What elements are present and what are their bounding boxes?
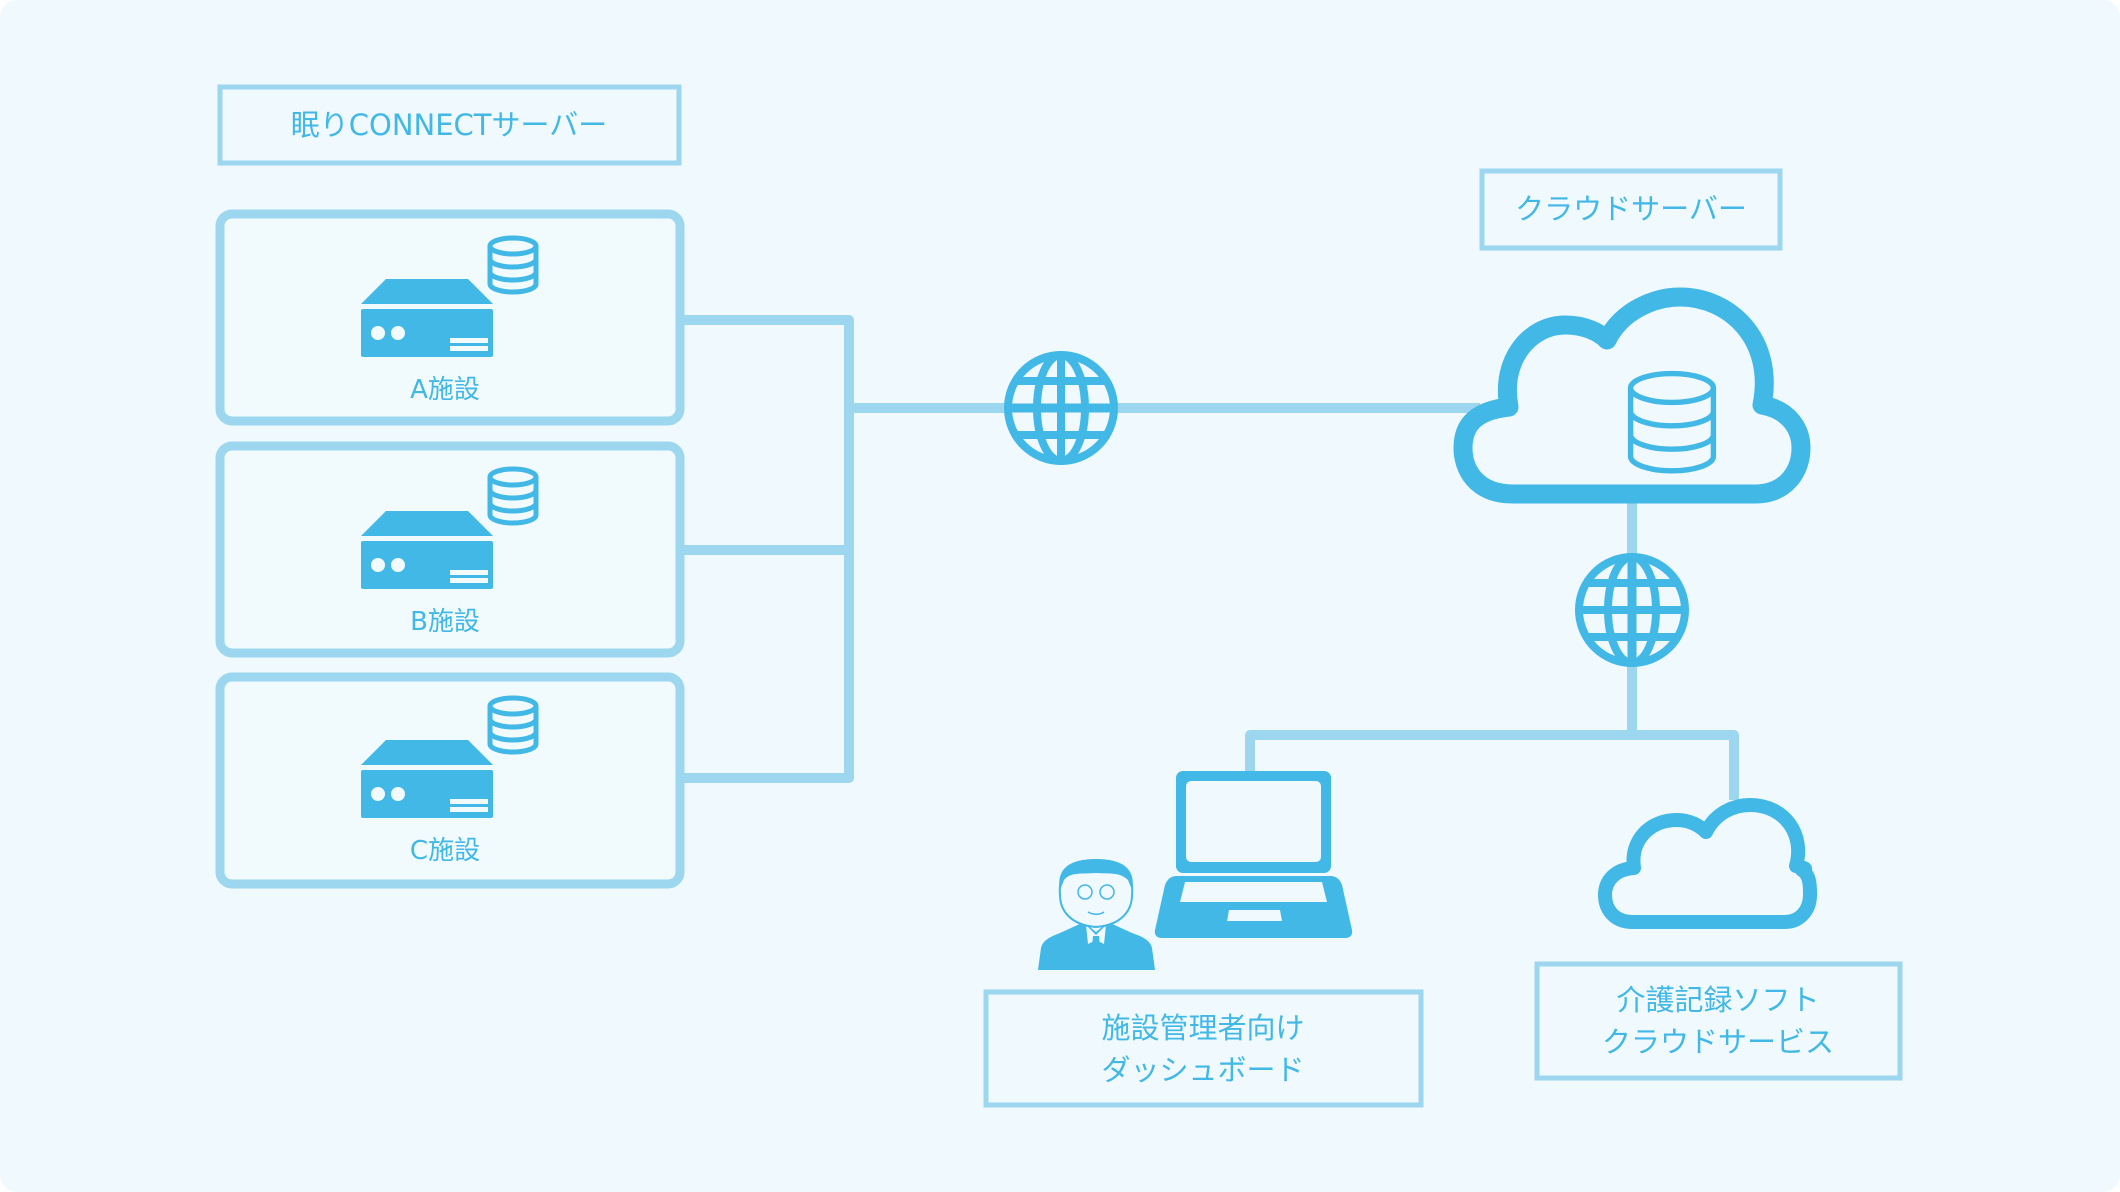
manager-avatar-icon [1038,859,1155,970]
facility-a-label: A施設 [410,375,480,405]
server-icon [361,279,493,357]
server-icon [361,511,493,589]
cloud-icon [1598,798,1817,929]
facility-c[interactable]: C施設 [215,672,685,889]
cloud-server[interactable] [1453,287,1811,504]
care-software-label: 介護記録ソフト クラウドサービス [1534,961,1903,1081]
facility-b-label: B施設 [410,607,480,637]
facility-b[interactable]: B施設 [215,441,685,658]
connector-to-care-software [1632,730,1739,800]
cloud-server-label: クラウドサーバー [1479,168,1783,251]
laptop-icon [1154,771,1353,938]
dashboard-label: 施設管理者向け ダッシュボード [983,989,1424,1108]
globe-icon [1008,355,1114,461]
care-software-label-line1: 介護記録ソフト [1616,983,1819,1017]
server-group-label-text: 眠りCONNECTサーバー [291,108,607,142]
dashboard-label-line2: ダッシュボード [1101,1053,1304,1087]
globe-icon [1579,557,1685,663]
server-icon [361,740,493,818]
dashboard-label-frame [983,989,1424,1108]
dashboard-label-line1: 施設管理者向け [1101,1011,1304,1045]
server-group-label: 眠りCONNECTサーバー [217,84,682,166]
care-software-label-frame [1534,961,1903,1081]
server-group-label-frame [217,84,682,166]
facility-c-label: C施設 [410,836,480,866]
care-software-label-line2: クラウドサービス [1602,1025,1834,1059]
database-icon [1627,370,1717,474]
cloud-server-label-text: クラウドサーバー [1515,192,1747,226]
facility-a[interactable]: A施設 [215,209,685,426]
cloud-server-label-frame [1479,168,1783,251]
connector-to-dashboard [1245,730,1632,775]
